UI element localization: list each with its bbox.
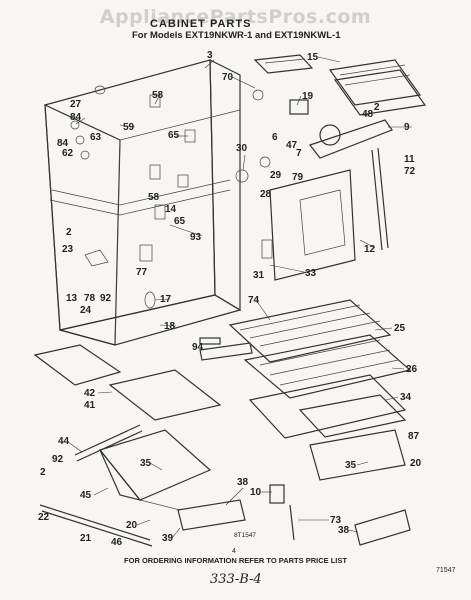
callout-label: 70 (222, 72, 234, 83)
handwritten-note: 333-B-4 (210, 572, 262, 587)
callout-label: 87 (408, 431, 420, 442)
callout-label: 10 (250, 487, 262, 498)
callout-label: 25 (394, 323, 406, 334)
callout-label: 39 (162, 533, 174, 544)
callout-label: 48 (362, 109, 374, 120)
rail-44 (74, 424, 143, 462)
callout-label: 7 (296, 148, 302, 159)
callout-label: 38 (237, 477, 249, 488)
callout-label: 47 (286, 140, 298, 151)
callout-label: 63 (90, 132, 102, 143)
callout-label: 92 (100, 293, 112, 304)
crisper-tray-41 (108, 369, 222, 421)
callout-label: 26 (406, 364, 418, 375)
callout-label: 6 (272, 132, 278, 143)
ordering-instruction: FOR ORDERING INFORMATION REFER TO PARTS … (124, 556, 347, 565)
drawer-45 (98, 429, 212, 511)
grille-39 (177, 499, 246, 531)
grille-38 (354, 509, 411, 546)
watermark: AppliancePartsPros.com (99, 6, 372, 28)
callout-label: 72 (404, 166, 416, 177)
hinge-10 (269, 484, 295, 541)
callout-label: 92 (52, 454, 64, 465)
diagram-subtitle: For Models EXT19NKWR-1 and EXT19NKWL-1 (132, 30, 341, 41)
shelf-tray-42 (33, 344, 122, 386)
callout-label: 19 (302, 91, 314, 102)
callout-label: 14 (165, 204, 177, 215)
callout-label: 59 (123, 122, 135, 133)
evaporator-cover (261, 147, 389, 281)
callout-label: 84 (57, 138, 69, 149)
callout-label: 24 (80, 305, 92, 316)
meat-keeper-trim (199, 342, 253, 361)
catalog-code: 71547 (436, 567, 456, 574)
callout-label: 20 (410, 458, 422, 469)
fan-assembly (235, 89, 393, 183)
toe-plate (199, 337, 221, 345)
callout-label: 3 (207, 50, 213, 61)
callout-label: 45 (80, 490, 92, 501)
callout-label: 38 (338, 525, 350, 536)
callout-label: 35 (345, 460, 357, 471)
callout-label: 74 (248, 295, 260, 306)
callout-label: 84 (70, 112, 82, 123)
callout-label: 65 (168, 130, 180, 141)
callout-label: 9 (404, 122, 410, 133)
callout-label: 30 (236, 143, 248, 154)
page-number: 4 (232, 548, 236, 555)
crisper-cover (298, 394, 407, 481)
callout-label: 58 (152, 90, 164, 101)
callout-label: 20 (126, 520, 138, 531)
callout-label: 18 (164, 321, 176, 332)
callout-label: 28 (260, 189, 272, 200)
callout-label: 93 (190, 232, 202, 243)
callout-label: 62 (62, 148, 74, 159)
callout-label: 41 (84, 400, 96, 411)
cabinet-liner (44, 59, 242, 346)
callout-label: 73 (330, 515, 342, 526)
callout-label: 42 (84, 388, 96, 399)
diagram-title: CABINET PARTS (150, 18, 252, 30)
callout-label: 58 (148, 192, 160, 203)
callout-label: 27 (70, 99, 82, 110)
callout-label: 77 (136, 267, 148, 278)
callout-label: 21 (80, 533, 92, 544)
ice-tray (253, 54, 314, 74)
callout-label: 78 (84, 293, 96, 304)
callout-label: 94 (192, 342, 204, 353)
wire-shelf-middle (243, 334, 412, 439)
callout-label: 35 (140, 458, 152, 469)
callout-label: 13 (66, 293, 78, 304)
glass-shelf-upper (228, 299, 392, 363)
callout-label: 79 (292, 172, 304, 183)
callouts: 3 15 70 58 27 84 59 63 84 62 65 19 2 48 … (38, 50, 422, 548)
callout-label: 44 (58, 436, 70, 447)
callout-label: 34 (400, 392, 412, 403)
callout-label: 2 (40, 467, 46, 478)
callout-label: 23 (62, 244, 74, 255)
callout-label: 33 (305, 268, 317, 279)
bottom-rail-22 (39, 504, 153, 547)
callout-label: 2 (66, 227, 72, 238)
callout-label: 15 (307, 52, 319, 63)
leader-lines (67, 56, 412, 539)
callout-label: 12 (364, 244, 376, 255)
figure-reference: 8T1547 (234, 532, 257, 539)
callout-label: 31 (253, 270, 265, 281)
callout-label: 2 (374, 102, 380, 113)
callout-label: 46 (111, 537, 123, 548)
wire-shelf-top (328, 59, 427, 116)
callout-label: 11 (404, 154, 415, 165)
callout-label: 65 (174, 216, 186, 227)
callout-label: 29 (270, 170, 282, 181)
callout-label: 22 (38, 512, 50, 523)
